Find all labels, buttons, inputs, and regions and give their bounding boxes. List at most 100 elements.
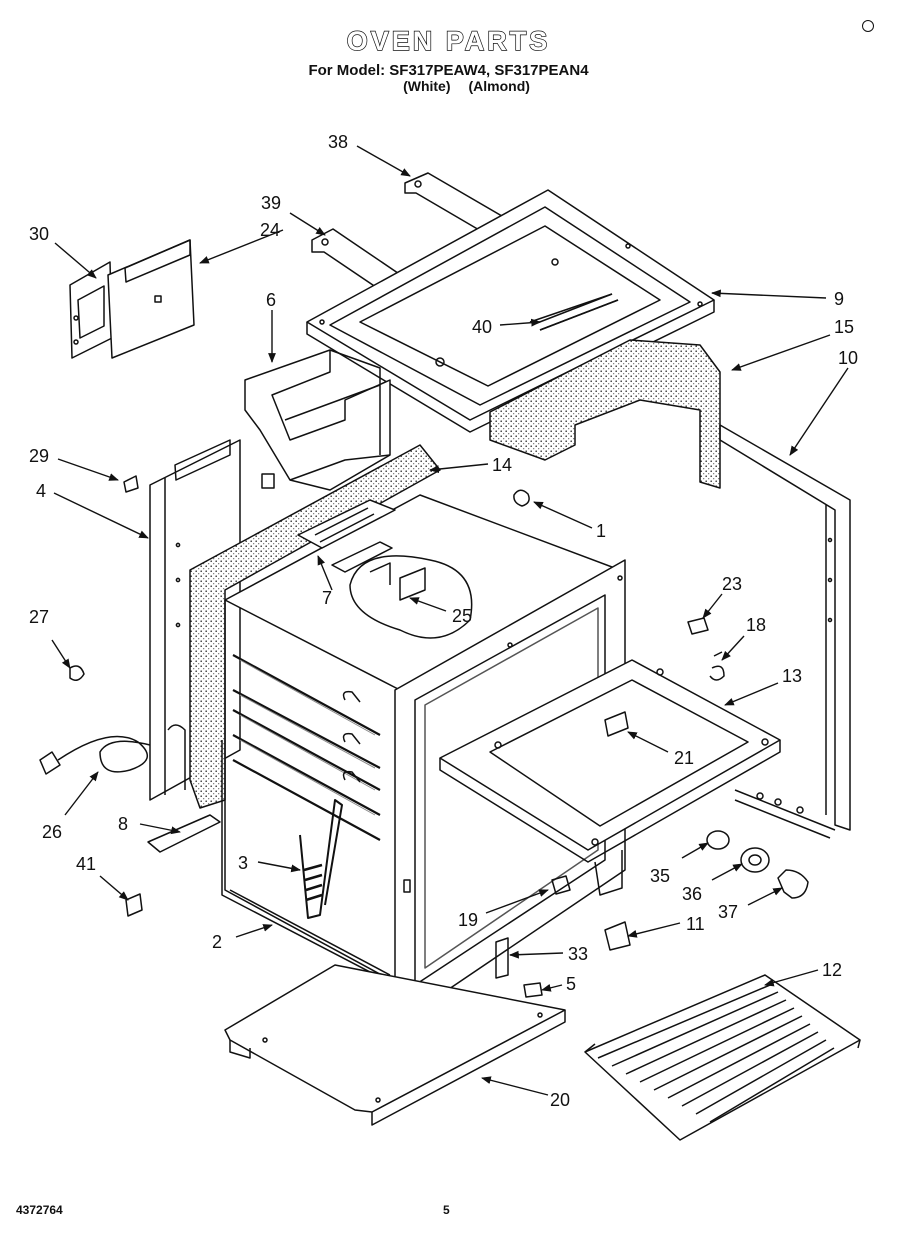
part-8-bracket [147,814,221,853]
leader-3 [257,861,301,873]
callout-36: 36 [682,884,702,904]
part-3-thermostat-bulb [299,799,343,919]
part-10-side-panel [719,424,851,839]
leader-25 [409,597,447,612]
part-36-socket [740,847,770,873]
leader-29 [57,458,119,481]
leader-5 [541,984,563,992]
callout-11: 11 [686,914,705,934]
part-18-clip [709,651,725,681]
model-subtitle: For Model: SF317PEAW4, SF317PEAN4 [308,62,589,79]
leader-12 [764,969,819,987]
callout-1: 1 [596,521,606,541]
callout-33: 33 [568,944,588,964]
part-13-broiler-pan [439,659,781,896]
leader-10 [789,367,849,456]
part-24-bracket [107,239,195,359]
callout-6: 6 [266,290,276,310]
callout-7: 7 [322,588,332,608]
callout-10: 10 [838,348,858,368]
leader-13 [724,682,779,706]
callout-39: 39 [261,193,281,213]
part-20-bottom-panel [224,964,566,1126]
leader-26 [64,771,99,816]
callout-30: 30 [29,224,49,244]
part-1-clip [513,489,530,507]
callout-24: 24 [260,220,280,240]
callout-8: 8 [118,814,128,834]
part-29-clip [123,475,139,493]
callout-18: 18 [746,615,766,635]
callout-40: 40 [472,317,492,337]
part-26-power-cord [39,735,151,775]
callout-14: 14 [492,455,512,475]
part-30-bracket [69,261,113,359]
leader-8 [139,823,181,835]
variant-almond: (Almond) [468,78,530,94]
callout-27: 27 [29,607,49,627]
callout-26: 26 [42,822,62,842]
leader-35 [681,842,709,859]
callout-23: 23 [722,574,742,594]
leader-36 [711,863,743,881]
leader-37 [747,887,783,906]
part-33-bracket [495,937,509,979]
leader-33 [509,950,564,959]
callout-9: 9 [834,289,844,309]
callout-21: 21 [674,748,694,768]
callout-19: 19 [458,910,478,930]
callout-20: 20 [550,1090,570,1110]
part-11-clip [604,921,631,951]
callout-37: 37 [718,902,738,922]
part-2-lower-housing [221,740,396,986]
part-35-socket [706,830,730,850]
callout-13: 13 [782,666,802,686]
leader-24 [199,229,284,264]
part-41-clip [125,893,143,917]
leader-11 [627,922,681,938]
part-23-bushing [687,617,709,635]
callout-4: 4 [36,481,46,501]
part-19-bracket [551,875,571,895]
leader-9 [711,289,827,299]
callout-29: 29 [29,446,49,466]
callout-35: 35 [650,866,670,886]
part-6-vent-duct [244,349,391,491]
leader-40 [499,318,541,327]
part-15-insulation [489,339,721,489]
leader-20 [481,1076,549,1096]
callout-41: 41 [76,854,96,874]
callout-2: 2 [212,932,222,952]
color-variants: (White) (Almond) [0,78,897,94]
page-title: OVEN PARTS [346,25,551,56]
leader-23 [702,593,723,619]
part-12-oven-rack [584,974,861,1141]
leader-18 [721,635,745,661]
part-40-bracket [531,293,619,331]
leader-2 [235,924,273,938]
leader-7 [317,555,333,591]
leader-39 [289,212,326,236]
variant-white: (White) [403,78,451,94]
callout-5: 5 [566,974,576,994]
leader-27 [51,639,71,669]
registration-circle-icon [862,20,874,32]
callout-38: 38 [328,132,348,152]
part-21-label [604,711,629,737]
leader-38 [356,145,411,177]
document-number: 4372764 [16,1203,63,1217]
callout-12: 12 [822,960,842,980]
callout-25: 25 [452,606,472,626]
part-5-screw [523,982,543,998]
part-27-clip [69,665,85,681]
leader-4 [53,492,149,539]
leader-15 [731,334,831,371]
leader-21 [627,731,669,753]
part-37-bulb [777,869,809,899]
callout-3: 3 [238,853,248,873]
leader-14 [429,463,489,473]
leader-41 [99,875,129,901]
leader-30 [54,242,97,279]
